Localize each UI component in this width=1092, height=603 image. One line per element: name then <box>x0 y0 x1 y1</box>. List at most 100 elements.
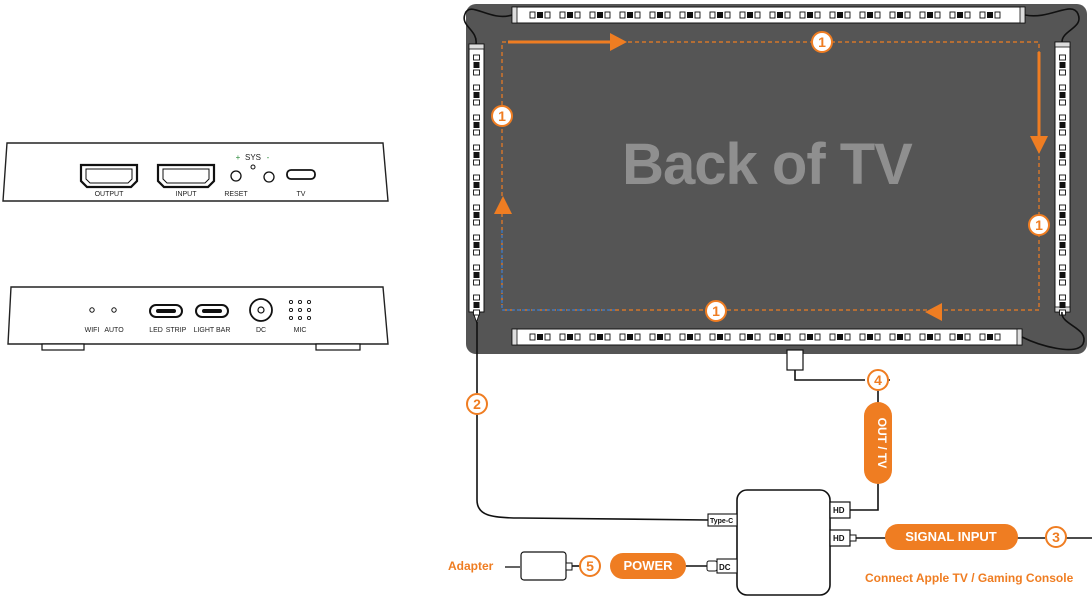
led-chip <box>949 11 971 19</box>
led-chip <box>799 11 821 19</box>
auto-indicator <box>111 307 117 313</box>
direction-arrow-right <box>508 33 627 51</box>
type-c-cable <box>476 414 709 521</box>
led-chip <box>649 333 671 341</box>
svg-text:DC: DC <box>719 563 731 572</box>
svg-text:HD: HD <box>833 506 845 515</box>
step-5-marker: 5 <box>579 555 601 577</box>
led-chip <box>1059 144 1066 166</box>
tv-title: Back of TV <box>622 132 913 197</box>
led-strip-port <box>149 304 183 318</box>
sys-minus-label: - <box>267 153 270 162</box>
led-chip <box>859 333 881 341</box>
led-chip <box>679 11 701 19</box>
led-strip-top <box>511 6 1026 24</box>
led-chip <box>739 11 761 19</box>
svg-text:Type-C: Type-C <box>710 518 733 525</box>
svg-text:1: 1 <box>498 108 506 124</box>
led-chip <box>559 11 581 19</box>
hub-dc-port: DC <box>716 558 738 574</box>
reset-button <box>230 170 242 182</box>
led-chip <box>473 144 480 166</box>
led-chip <box>979 11 1001 19</box>
direction-arrow-left <box>925 303 942 321</box>
led-chip <box>889 11 911 19</box>
led-chip <box>1059 264 1066 286</box>
led-chip <box>949 333 971 341</box>
sync-box-front-view: OUTPUT INPUT RESET SYS + - TV <box>2 142 389 202</box>
tv-port-label: TV <box>297 191 306 198</box>
power-adapter <box>520 551 567 581</box>
led-chip <box>829 11 851 19</box>
svg-text:5: 5 <box>586 558 594 574</box>
led-chip <box>1059 174 1066 196</box>
led-chip <box>739 333 761 341</box>
sys-label: SYS <box>245 153 261 162</box>
wifi-indicator <box>89 307 95 313</box>
led-chip <box>919 333 941 341</box>
hub-hd-out-port: HD <box>829 501 851 519</box>
led-chip <box>473 54 480 76</box>
output-port-label: OUTPUT <box>95 191 125 198</box>
step-1-bottom: 1 <box>705 300 727 322</box>
auto-label: AUTO <box>104 327 124 334</box>
led-chip <box>473 204 480 226</box>
light-bar-label: LIGHT BAR <box>194 327 231 334</box>
led-chip <box>709 333 731 341</box>
adapter-label: Adapter <box>448 559 494 573</box>
led-chip <box>559 333 581 341</box>
led-chip <box>649 11 671 19</box>
hub-hd-in-port: HD <box>829 529 857 547</box>
led-chip <box>679 333 701 341</box>
led-chip <box>473 234 480 256</box>
led-chip <box>829 333 851 341</box>
input-port-label: INPUT <box>176 191 198 198</box>
led-chip <box>473 84 480 106</box>
led-chip <box>709 11 731 19</box>
right-foot <box>315 343 361 351</box>
led-chip <box>1059 204 1066 226</box>
led-chip <box>529 11 551 19</box>
mic-grille <box>288 299 312 321</box>
svg-text:1: 1 <box>1035 217 1043 233</box>
sys-plus-label: + <box>236 153 241 162</box>
led-chip <box>473 174 480 196</box>
led-chip <box>979 333 1001 341</box>
wifi-label: WIFI <box>85 327 100 334</box>
power-pill: POWER <box>610 553 686 579</box>
led-chip <box>473 294 480 316</box>
left-foot <box>41 343 85 351</box>
led-chip <box>919 11 941 19</box>
led-chip <box>589 11 611 19</box>
reset-label: RESET <box>224 191 248 198</box>
out-tv-pill: OUT / TV <box>864 402 892 484</box>
led-chip <box>889 333 911 341</box>
dc-label: DC <box>256 327 266 334</box>
svg-text:HD: HD <box>833 534 845 543</box>
led-chip <box>473 114 480 136</box>
led-strip-bottom <box>511 328 1023 346</box>
hub-type-c-port: Type-C <box>707 513 738 527</box>
output-hdmi-port <box>79 163 139 189</box>
input-hdmi-port <box>156 163 216 189</box>
led-chip <box>1059 294 1066 316</box>
led-chip <box>589 333 611 341</box>
svg-text:OUT / TV: OUT / TV <box>875 418 889 469</box>
led-chip <box>1059 114 1066 136</box>
led-chip <box>769 333 791 341</box>
led-chip <box>619 11 641 19</box>
svg-text:1: 1 <box>712 303 720 319</box>
sys-button <box>263 171 275 183</box>
strip-label: STRIP <box>166 327 187 334</box>
led-chip <box>619 333 641 341</box>
tv-hdmi-plug <box>786 349 804 371</box>
led-chip <box>1059 54 1066 76</box>
svg-text:2: 2 <box>473 396 481 412</box>
led-chip <box>1059 84 1066 106</box>
led-chip <box>859 11 881 19</box>
step-1-left: 1 <box>491 105 513 127</box>
svg-text:4: 4 <box>874 372 882 388</box>
tv-back-panel <box>466 4 1087 354</box>
mic-label: MIC <box>294 327 307 334</box>
